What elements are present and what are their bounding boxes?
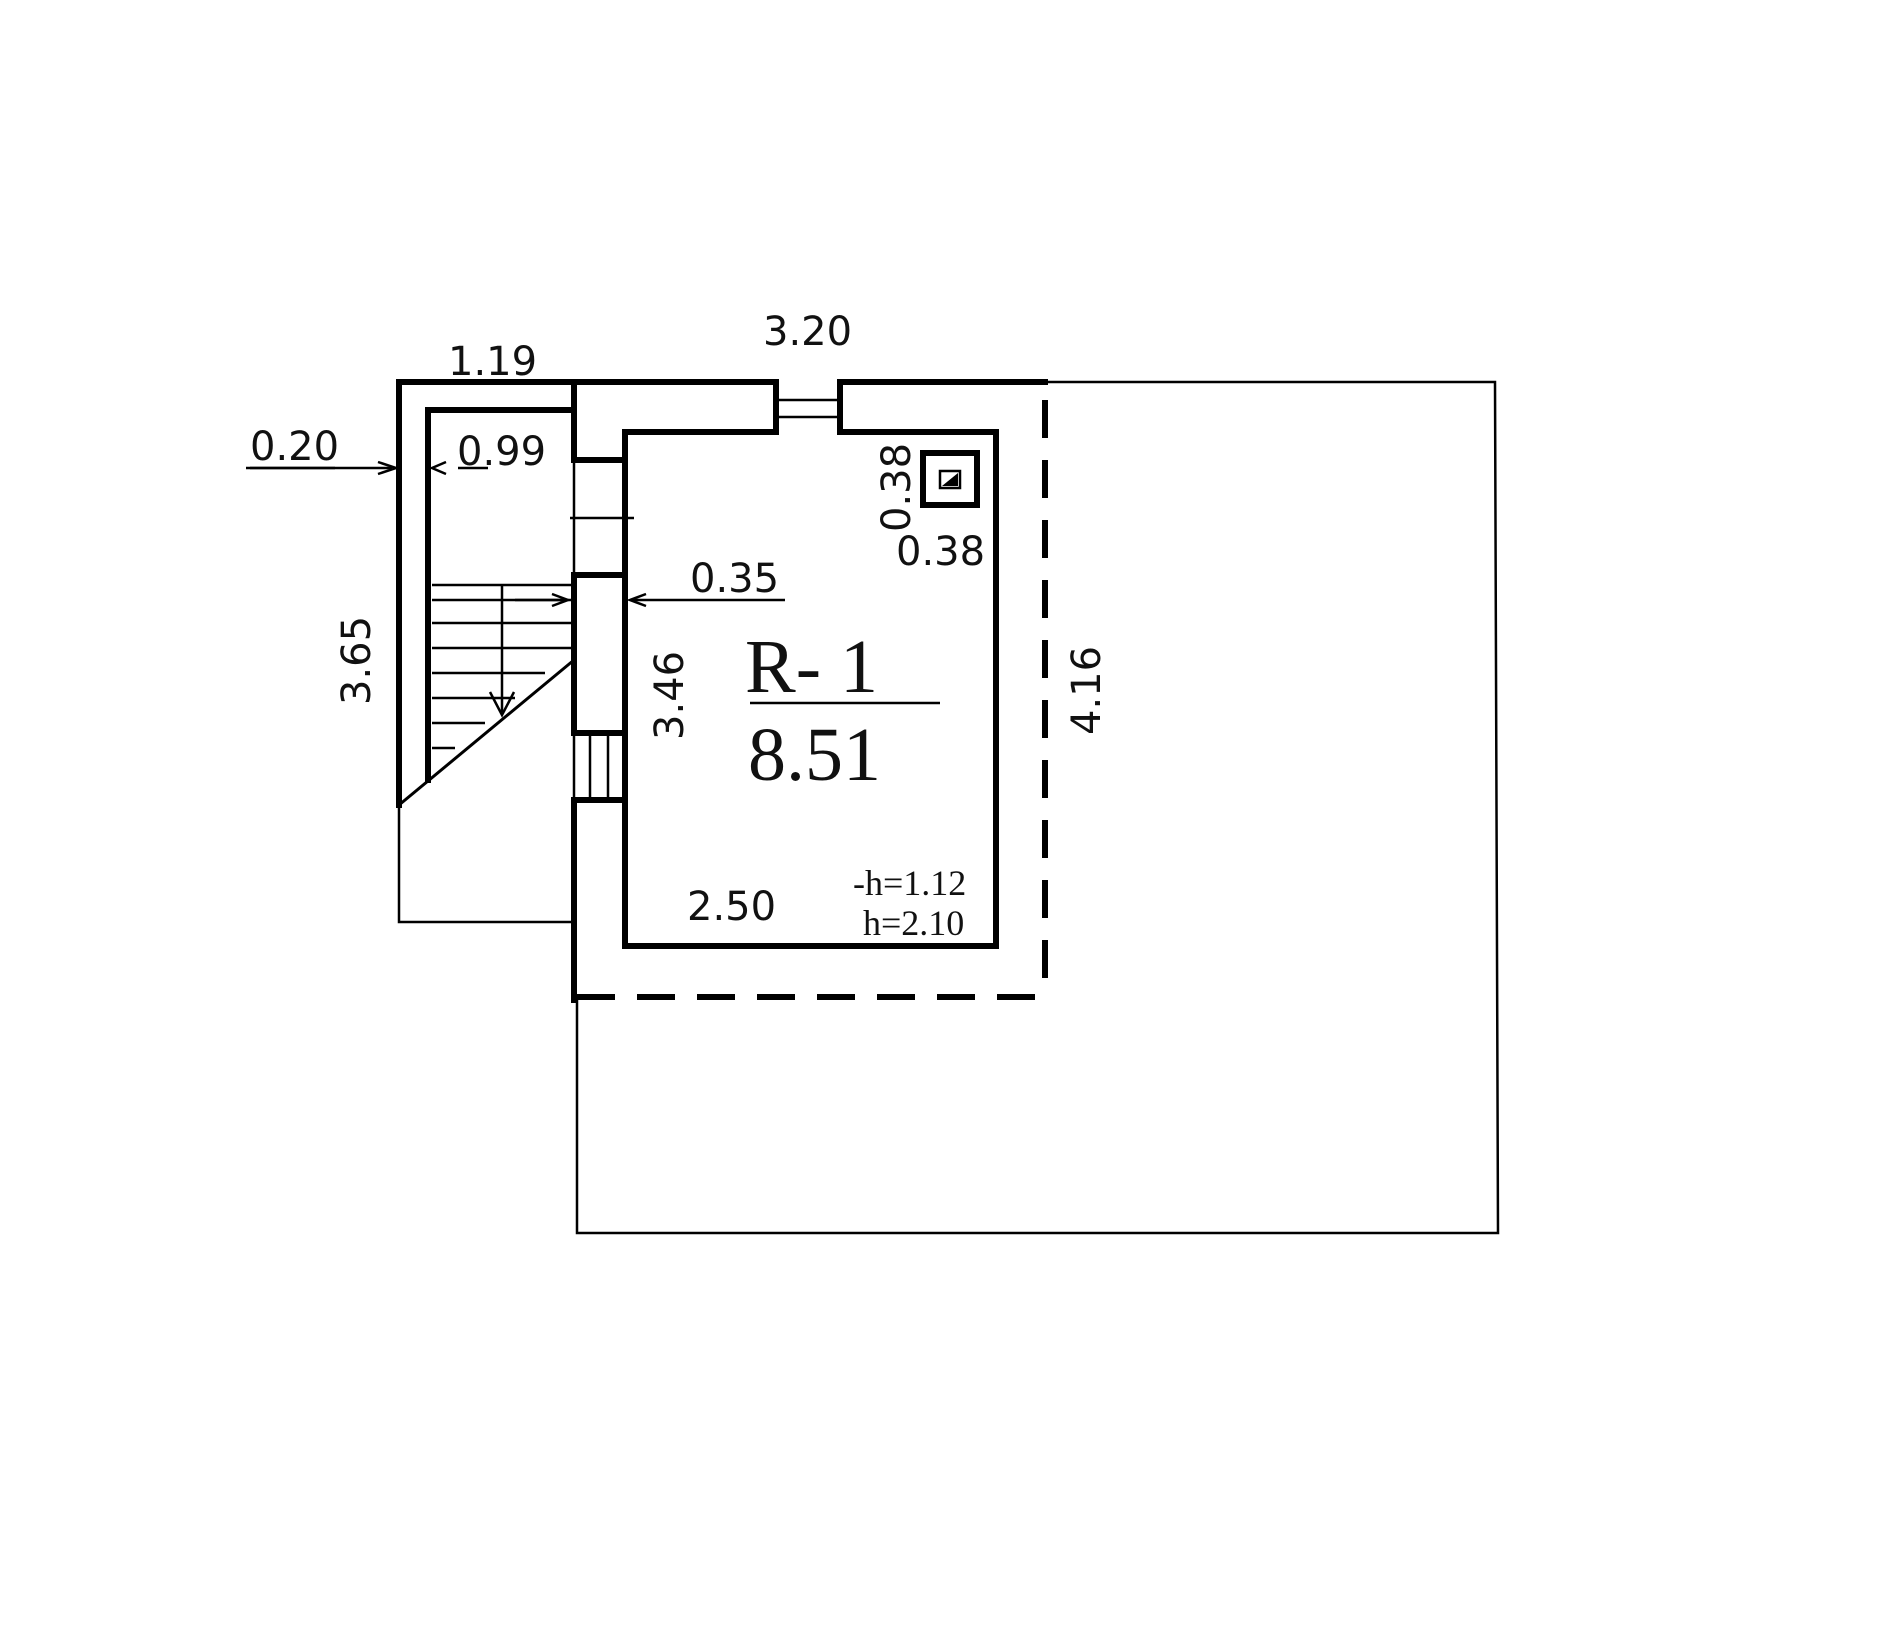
site-outline [575,380,1500,1235]
staircase-enclosure [396,379,577,924]
dim-chimney-w: 0.38 [874,443,920,532]
room-area: 8.51 [748,713,881,797]
dim-room-depth: 3.46 [647,651,693,740]
dim-stair-width: 1.19 [448,339,537,385]
dim-wall-thickness: 0.35 [690,556,779,602]
dim-top-width: 3.20 [763,309,852,355]
west-opening-lower [572,733,610,800]
dim-stair-length: 3.65 [334,616,380,705]
dim-right-depth: 4.16 [1064,646,1110,735]
stair-direction-arrow [488,585,516,718]
west-opening-upper [570,460,634,575]
chimney-icon [920,450,980,508]
dashed-boundary [577,400,1048,1000]
dim-stair-inner: 0.99 [457,429,546,475]
dimension-lines [246,460,940,705]
room-height: h=2.10 [863,903,964,943]
dim-room-width: 2.50 [687,884,776,930]
top-window [776,398,840,419]
room-height-below: -h=1.12 [853,863,966,903]
room-walls [570,379,1048,1003]
dim-chimney-h: 0.38 [896,529,985,575]
room-name: R- 1 [745,625,878,709]
dim-stair-wall: 0.20 [250,424,339,470]
